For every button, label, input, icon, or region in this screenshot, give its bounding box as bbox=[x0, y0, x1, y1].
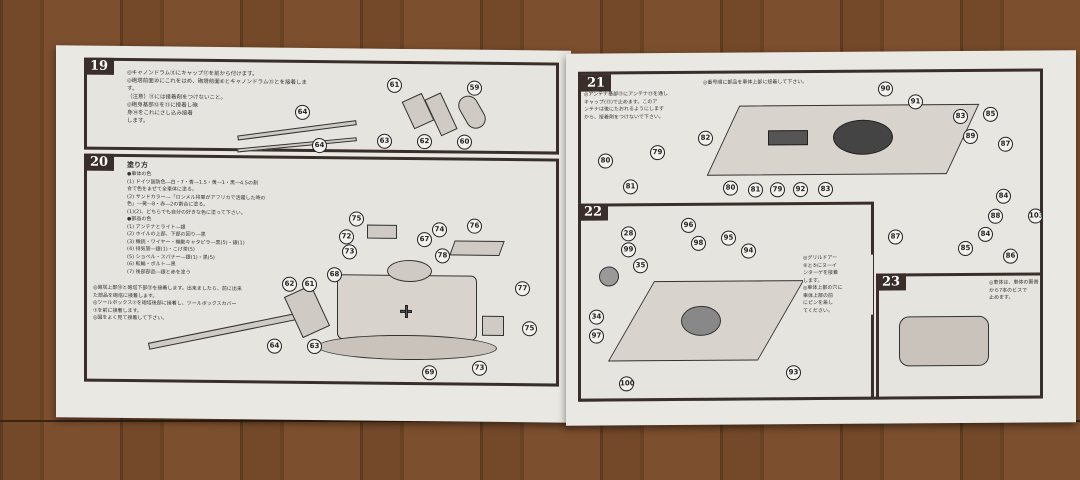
part-number: 96 bbox=[681, 217, 696, 233]
part-number: 91 bbox=[908, 94, 923, 110]
part-number: 84 bbox=[978, 226, 993, 242]
step-number: 23 bbox=[876, 273, 907, 291]
hatch-part bbox=[367, 224, 397, 239]
part-number: 68 bbox=[327, 267, 342, 283]
part-number: 92 bbox=[793, 182, 808, 198]
part-number: 79 bbox=[770, 182, 785, 198]
step-21-panel: 21 ◎アンテナ基部⑪にアンテナ⑪を通し キャップ(⑪)で止めます。このア ンテ… bbox=[578, 68, 1044, 264]
step-number: 19 bbox=[84, 57, 115, 75]
part-number: 60 bbox=[457, 134, 472, 150]
part-number: 77 bbox=[515, 281, 530, 297]
part-number: 83 bbox=[953, 108, 968, 125]
part-number: 64 bbox=[267, 338, 282, 354]
cross-marking bbox=[405, 304, 408, 318]
part-number: 84 bbox=[996, 188, 1011, 204]
part-number: 76 bbox=[467, 218, 482, 234]
step-instructions: ◎アンテナ基部⑪にアンテナ⑪を通し キャップ(⑪)で止めます。このア ンテナは後… bbox=[584, 91, 668, 121]
step-instructions: ◎車体は、車体の裏側 から7本のビスで 止めます。 bbox=[989, 279, 1039, 301]
part-number: 34 bbox=[589, 309, 604, 325]
left-page: 19 ◎キャノンドラム⑪にキャップ⑰を前から付けます。 ◎砲塔前面⑳にこれをはめ… bbox=[56, 45, 571, 423]
part-number: 100 bbox=[619, 376, 635, 392]
part-number: 90 bbox=[878, 81, 893, 97]
hull-bottom bbox=[899, 315, 989, 367]
stowage-bin bbox=[449, 240, 505, 256]
toolbox-part bbox=[482, 315, 504, 336]
drum-part bbox=[454, 92, 490, 133]
part-number: 62 bbox=[282, 276, 297, 292]
part-number: 98 bbox=[691, 235, 706, 251]
part-number: 80 bbox=[598, 153, 613, 169]
step-23-panel: 23 ◎車体は、車体の裏側 から7本のビスで 止めます。 bbox=[876, 272, 1043, 400]
part-number: 87 bbox=[998, 136, 1013, 152]
barrel-part bbox=[237, 137, 357, 153]
step-22-panel: 22 ◎グリルドアー ⑨と⑤にヌーイ ンターゲを接着 します。 ◎車体上部の穴に… bbox=[578, 201, 874, 402]
part-number: 67 bbox=[417, 232, 432, 248]
part-number: 63 bbox=[377, 133, 392, 149]
part-number: 74 bbox=[432, 222, 447, 238]
part-number: 80 bbox=[723, 180, 738, 196]
step-20-panel: 20 塗り方 ●車体の色 (1) ドイツ国防色―白・7・青―1.5・黄―1・黒―… bbox=[84, 153, 559, 387]
part-number: 88 bbox=[988, 208, 1003, 224]
engine-grille bbox=[768, 130, 808, 146]
assembly-note: ◎砲塔上部⑱と砲塔下部⑬を接着します。出来ましたら、前に出来 た部品を砲塔に接着… bbox=[93, 284, 242, 322]
step-title: 塗り方 bbox=[127, 161, 148, 170]
paint-instructions: ●車体の色 (1) ドイツ国防色―白・7・青―1.5・黄―1・黒―4.5の割 合… bbox=[127, 171, 266, 276]
part-number: 103 bbox=[1028, 208, 1044, 224]
step-number: 22 bbox=[578, 203, 609, 221]
part-number: 59 bbox=[467, 80, 482, 96]
gun-mantlet bbox=[283, 284, 331, 339]
part-number: 81 bbox=[623, 179, 638, 195]
step-number: 21 bbox=[581, 74, 612, 92]
right-page: 23 ◎車体は、車体の裏側 から7本のビスで 止めます。 22 ◎グリルドアー … bbox=[566, 50, 1076, 426]
part-number: 64 bbox=[295, 104, 310, 120]
step-19-panel: 19 ◎キャノンドラム⑪にキャップ⑰を前から付けます。 ◎砲塔前面⑳にこれをはめ… bbox=[84, 57, 559, 155]
part-number: 75 bbox=[349, 211, 364, 227]
part-number: 62 bbox=[417, 134, 432, 150]
part-number: 28 bbox=[621, 226, 636, 242]
part-number: 97 bbox=[589, 328, 604, 344]
step-number: 20 bbox=[84, 153, 115, 171]
part-number: 89 bbox=[963, 128, 978, 145]
part-number: 69 bbox=[422, 365, 437, 381]
part-number: 73 bbox=[472, 360, 487, 376]
part-number: 85 bbox=[983, 106, 998, 122]
step-instructions: ◎キャノンドラム⑪にキャップ⑰を前から付けます。 ◎砲塔前面⑳にこれをはめ、砲塔… bbox=[127, 70, 307, 125]
part-number: 79 bbox=[650, 145, 665, 161]
cupola bbox=[387, 259, 432, 283]
wheel-part bbox=[599, 266, 619, 287]
part-number: 85 bbox=[958, 240, 973, 257]
part-number: 73 bbox=[342, 244, 357, 260]
part-number: 83 bbox=[818, 181, 833, 198]
part-number: 94 bbox=[741, 243, 756, 259]
part-number: 72 bbox=[339, 229, 354, 245]
part-number: 93 bbox=[786, 365, 801, 381]
part-number: 87 bbox=[888, 229, 903, 245]
step-note: ◎番号順に部品を車体上部に接着して下さい。 bbox=[703, 79, 808, 86]
wheel-part bbox=[681, 305, 721, 336]
part-number: 63 bbox=[307, 338, 322, 355]
part-number: 78 bbox=[435, 248, 450, 264]
part-number: 86 bbox=[1003, 248, 1018, 264]
step-instructions: ◎グリルドアー ⑨と⑤にヌーイ ンターゲを接着 します。 ◎車体上部の穴に 車体… bbox=[803, 254, 873, 316]
part-number: 35 bbox=[633, 258, 648, 274]
part-number: 75 bbox=[522, 321, 537, 337]
part-number: 82 bbox=[698, 130, 713, 146]
part-number: 99 bbox=[621, 242, 636, 258]
part-number: 64 bbox=[312, 137, 327, 154]
part-number: 61 bbox=[387, 77, 402, 93]
part-number: 61 bbox=[302, 276, 317, 293]
part-number: 95 bbox=[721, 230, 736, 246]
part-number: 81 bbox=[748, 182, 763, 198]
